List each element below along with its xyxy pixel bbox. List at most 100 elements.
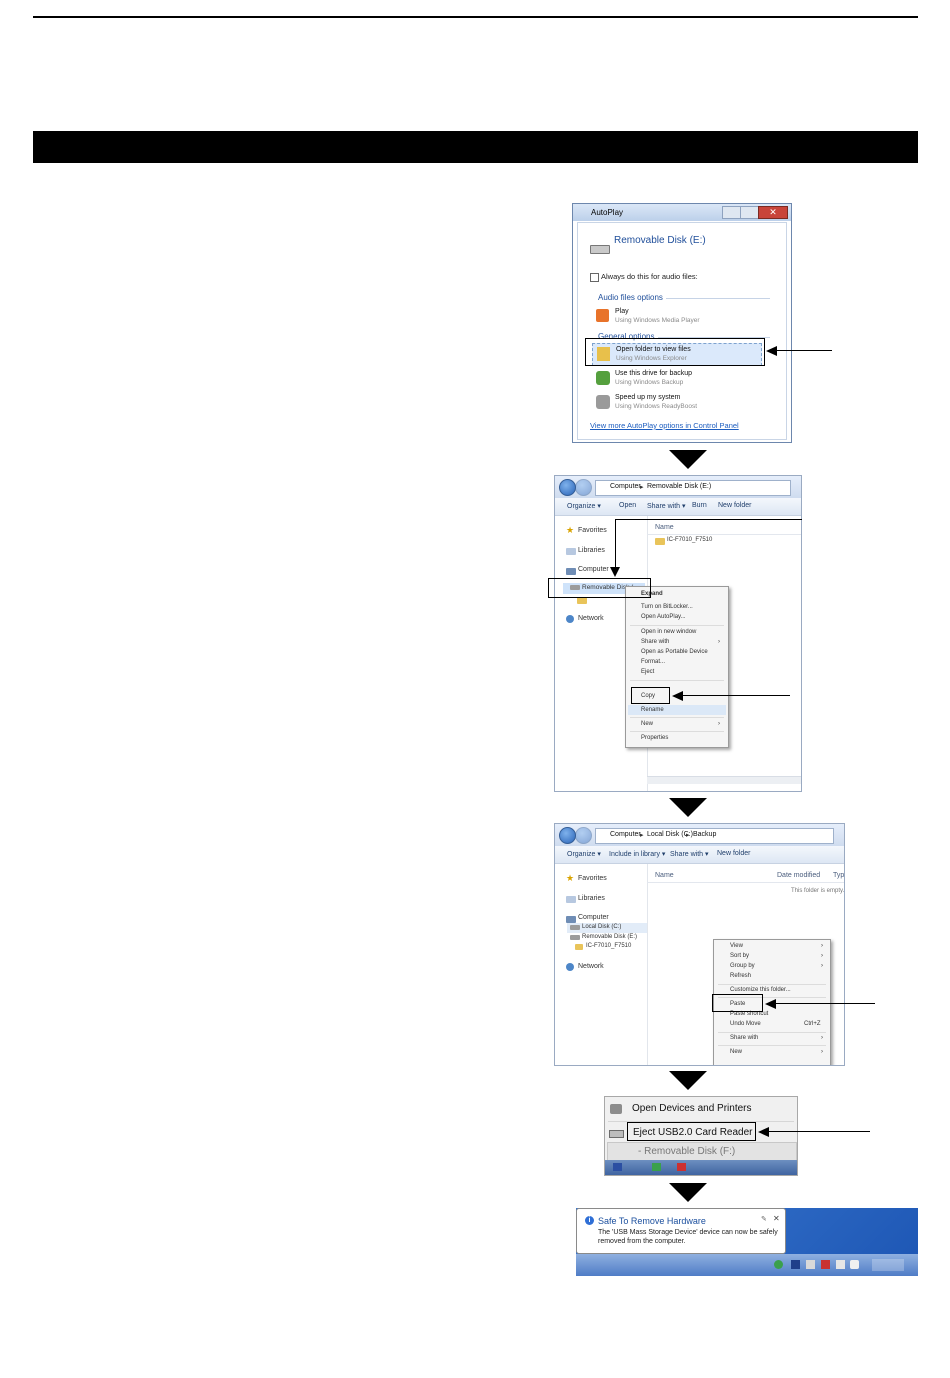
nav-favorites[interactable]: Favorites	[578, 527, 607, 534]
menu-bitlocker[interactable]: Turn on BitLocker...	[641, 604, 693, 610]
tray-icon-red[interactable]	[677, 1163, 686, 1171]
file-ic-f7010[interactable]: IC-F7010_F7510	[667, 537, 713, 543]
toolbar-newfolder[interactable]: New folder	[717, 850, 751, 857]
column-type[interactable]: Typ	[833, 872, 845, 879]
horizontal-scrollbar[interactable]	[647, 776, 801, 784]
removable-disk-row[interactable]: - Removable Disk (F:)	[607, 1142, 797, 1161]
crumb-computer[interactable]: Computer	[610, 483, 641, 490]
menu-refresh[interactable]: Refresh	[730, 973, 752, 979]
toolbar-share[interactable]: Share with ▾	[647, 503, 686, 510]
toolbar-open[interactable]: Open	[619, 502, 637, 509]
close-button[interactable]: ✕	[758, 206, 788, 219]
menu-view[interactable]: View	[730, 943, 743, 949]
column-name[interactable]: Name	[655, 524, 674, 531]
address-field[interactable]: Computer ▸ Local Disk (C:) ▸ Backup	[595, 828, 834, 844]
nav-subfolder[interactable]: IC-F7010_F7510	[586, 943, 632, 949]
menu-rename-highlight	[628, 705, 726, 715]
tray-clock[interactable]	[872, 1259, 904, 1271]
column-name[interactable]: Name	[655, 872, 674, 879]
nav-network[interactable]: Network	[578, 615, 604, 622]
callout-arrowhead-4	[765, 999, 776, 1009]
address-field[interactable]: Computer ▸ Removable Disk (E:)	[595, 480, 791, 496]
nav-computer[interactable]: Computer	[578, 566, 609, 573]
menu-format[interactable]: Format...	[641, 659, 666, 665]
explorer-backup-window: Computer ▸ Local Disk (C:) ▸ Backup Orga…	[554, 823, 845, 1066]
menu-portable[interactable]: Open as Portable Device	[641, 649, 708, 655]
speed-title[interactable]: Speed up my system	[615, 394, 681, 401]
back-button[interactable]	[559, 479, 576, 496]
tray-icon-shield[interactable]	[652, 1163, 661, 1171]
submenu-chevron-icon: ›	[821, 953, 823, 959]
favorites-star-icon: ★	[566, 873, 575, 883]
forward-button[interactable]	[575, 479, 592, 496]
menu-share[interactable]: Share with	[641, 639, 670, 645]
forward-button[interactable]	[575, 827, 592, 844]
tray-icon-eject[interactable]	[774, 1260, 783, 1269]
tray-icon-volume[interactable]	[850, 1260, 859, 1269]
menu-new[interactable]: New	[730, 1049, 743, 1055]
crumb-removable[interactable]: Removable Disk (E:)	[647, 483, 712, 490]
nav-libraries[interactable]: Libraries	[578, 547, 605, 554]
menu-new[interactable]: New	[641, 721, 654, 727]
balloon-close-icon[interactable]: ✕	[773, 1214, 780, 1223]
tray-icon-blue[interactable]	[613, 1163, 622, 1171]
maximize-button[interactable]	[740, 206, 760, 219]
column-date[interactable]: Date modified	[777, 872, 821, 879]
menu-group[interactable]: Group by	[730, 963, 755, 969]
nav-libraries[interactable]: Libraries	[578, 895, 605, 902]
toolbar-newfolder[interactable]: New folder	[718, 502, 752, 509]
open-folder-option[interactable]: Open folder to view files Using Windows …	[592, 343, 762, 366]
menu-properties[interactable]: Properties	[641, 735, 669, 741]
menu-copy[interactable]: Copy	[641, 693, 656, 699]
drive-title: Removable Disk (E:)	[614, 235, 706, 246]
menu-paste[interactable]: Paste	[730, 1001, 746, 1007]
crumb-backup[interactable]: Backup	[693, 831, 717, 838]
more-options-link[interactable]: View more AutoPlay options in Control Pa…	[590, 421, 739, 430]
step-arrow-2	[669, 798, 707, 817]
nav-localdisk-selected[interactable]	[567, 923, 647, 933]
backup-title[interactable]: Use this drive for backup	[615, 370, 693, 377]
menu-expand[interactable]: Expand	[641, 591, 663, 597]
safe-remove-message-1: The 'USB Mass Storage Device' device can…	[598, 1229, 778, 1236]
menu-new-window[interactable]: Open in new window	[641, 629, 697, 635]
libraries-icon	[566, 548, 576, 555]
toolbar-organize[interactable]: Organize ▾	[567, 851, 601, 858]
nav-removable[interactable]: Removable Disk (E:)	[582, 934, 638, 940]
speed-subtitle: Using Windows ReadyBoost	[615, 403, 698, 410]
autoplay-titlebar: AutoPlay ✕	[573, 204, 791, 221]
menu-rename[interactable]: Rename	[641, 707, 664, 713]
crumb-computer[interactable]: Computer	[610, 831, 641, 838]
tray-icon-network[interactable]	[791, 1260, 800, 1269]
tray-icon-blocked[interactable]	[821, 1260, 830, 1269]
menu-customize[interactable]: Customize this folder...	[730, 987, 791, 993]
minimize-button[interactable]	[722, 206, 742, 219]
always-checkbox[interactable]	[590, 273, 599, 282]
removable-disk-label: - Removable Disk (F:)	[638, 1146, 736, 1157]
menu-share[interactable]: Share with	[730, 1035, 759, 1041]
callout-box-removable	[548, 578, 651, 598]
menu-paste-shortcut[interactable]: Paste shortcut	[730, 1011, 769, 1017]
menu-sort[interactable]: Sort by	[730, 953, 750, 959]
toolbar-burn[interactable]: Burn	[692, 502, 707, 509]
menu-autoplay[interactable]: Open AutoPlay...	[641, 614, 686, 620]
tray-icon-flag[interactable]	[806, 1260, 815, 1269]
nav-favorites[interactable]: Favorites	[578, 875, 607, 882]
toolbar-share[interactable]: Share with ▾	[670, 851, 709, 858]
eject-card-reader[interactable]: Eject USB2.0 Card Reader	[633, 1127, 753, 1138]
toolbar-organize[interactable]: Organize ▾	[567, 503, 601, 510]
nav-removable-selected[interactable]	[563, 583, 645, 594]
back-button[interactable]	[559, 827, 576, 844]
open-devices-printers[interactable]: Open Devices and Printers	[632, 1103, 752, 1114]
tray-icon-battery[interactable]	[836, 1260, 845, 1269]
crumb-localdisk[interactable]: Local Disk (C:)	[647, 831, 693, 838]
pin-icon[interactable]: ✎	[761, 1216, 767, 1223]
callout-arrowhead-3	[672, 691, 683, 701]
toolbar-include[interactable]: Include in library ▾	[609, 851, 666, 858]
menu-eject[interactable]: Eject	[641, 669, 655, 675]
autoplay-window: AutoPlay ✕ Removable Disk (E:) Always do…	[572, 203, 792, 443]
nav-network[interactable]: Network	[578, 963, 604, 970]
nav-computer[interactable]: Computer	[578, 914, 609, 921]
network-globe-icon	[566, 963, 574, 971]
play-title[interactable]: Play	[615, 308, 629, 315]
menu-undo[interactable]: Undo Move	[730, 1021, 761, 1027]
